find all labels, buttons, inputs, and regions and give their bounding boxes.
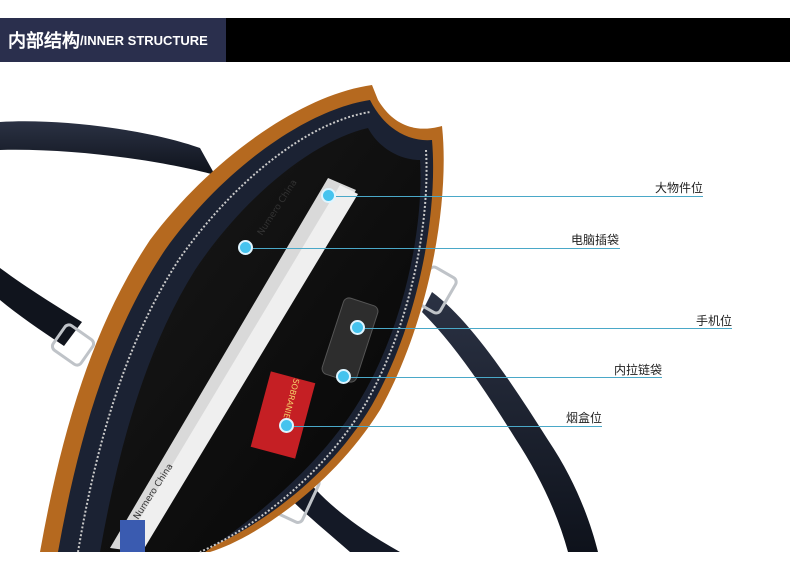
callout-label-phone-slot: 手机位 [696,314,733,328]
zipper-left [77,111,371,553]
callout-dot-zip-pocket [336,369,351,384]
cigarette-box [250,371,316,459]
callout-line-large-item [336,196,703,197]
callout-label-zip-pocket: 内拉链袋 [614,363,663,377]
callout-line-cigarette-slot [294,426,602,427]
left-strap [0,268,82,346]
callout-line-laptop-sleeve [253,248,620,249]
magazine-front [120,185,358,552]
section-title-en: /INNER STRUCTURE [80,32,208,48]
top-handle [0,121,215,175]
callout-dot-cigarette-slot [279,418,294,433]
callout-label-large-item: 大物件位 [655,181,704,195]
header-bar: 内部结构 /INNER STRUCTURE [0,18,790,62]
callout-dot-large-item [321,188,336,203]
section-title-cn: 内部结构 [8,31,80,51]
callout-label-laptop-sleeve: 电脑插袋 [571,233,620,247]
callout-dot-phone-slot [350,320,365,335]
callout-label-cigarette-slot: 烟盒位 [566,411,603,425]
callout-line-phone-slot [365,328,732,329]
section-title: 内部结构 /INNER STRUCTURE [0,18,226,62]
callout-dot-laptop-sleeve [238,240,253,255]
magazine-cover-strip [120,520,145,552]
left-strap-ring [50,323,96,367]
callout-line-zip-pocket [351,377,662,378]
bottom-strap [282,470,400,552]
right-strap [422,292,598,552]
